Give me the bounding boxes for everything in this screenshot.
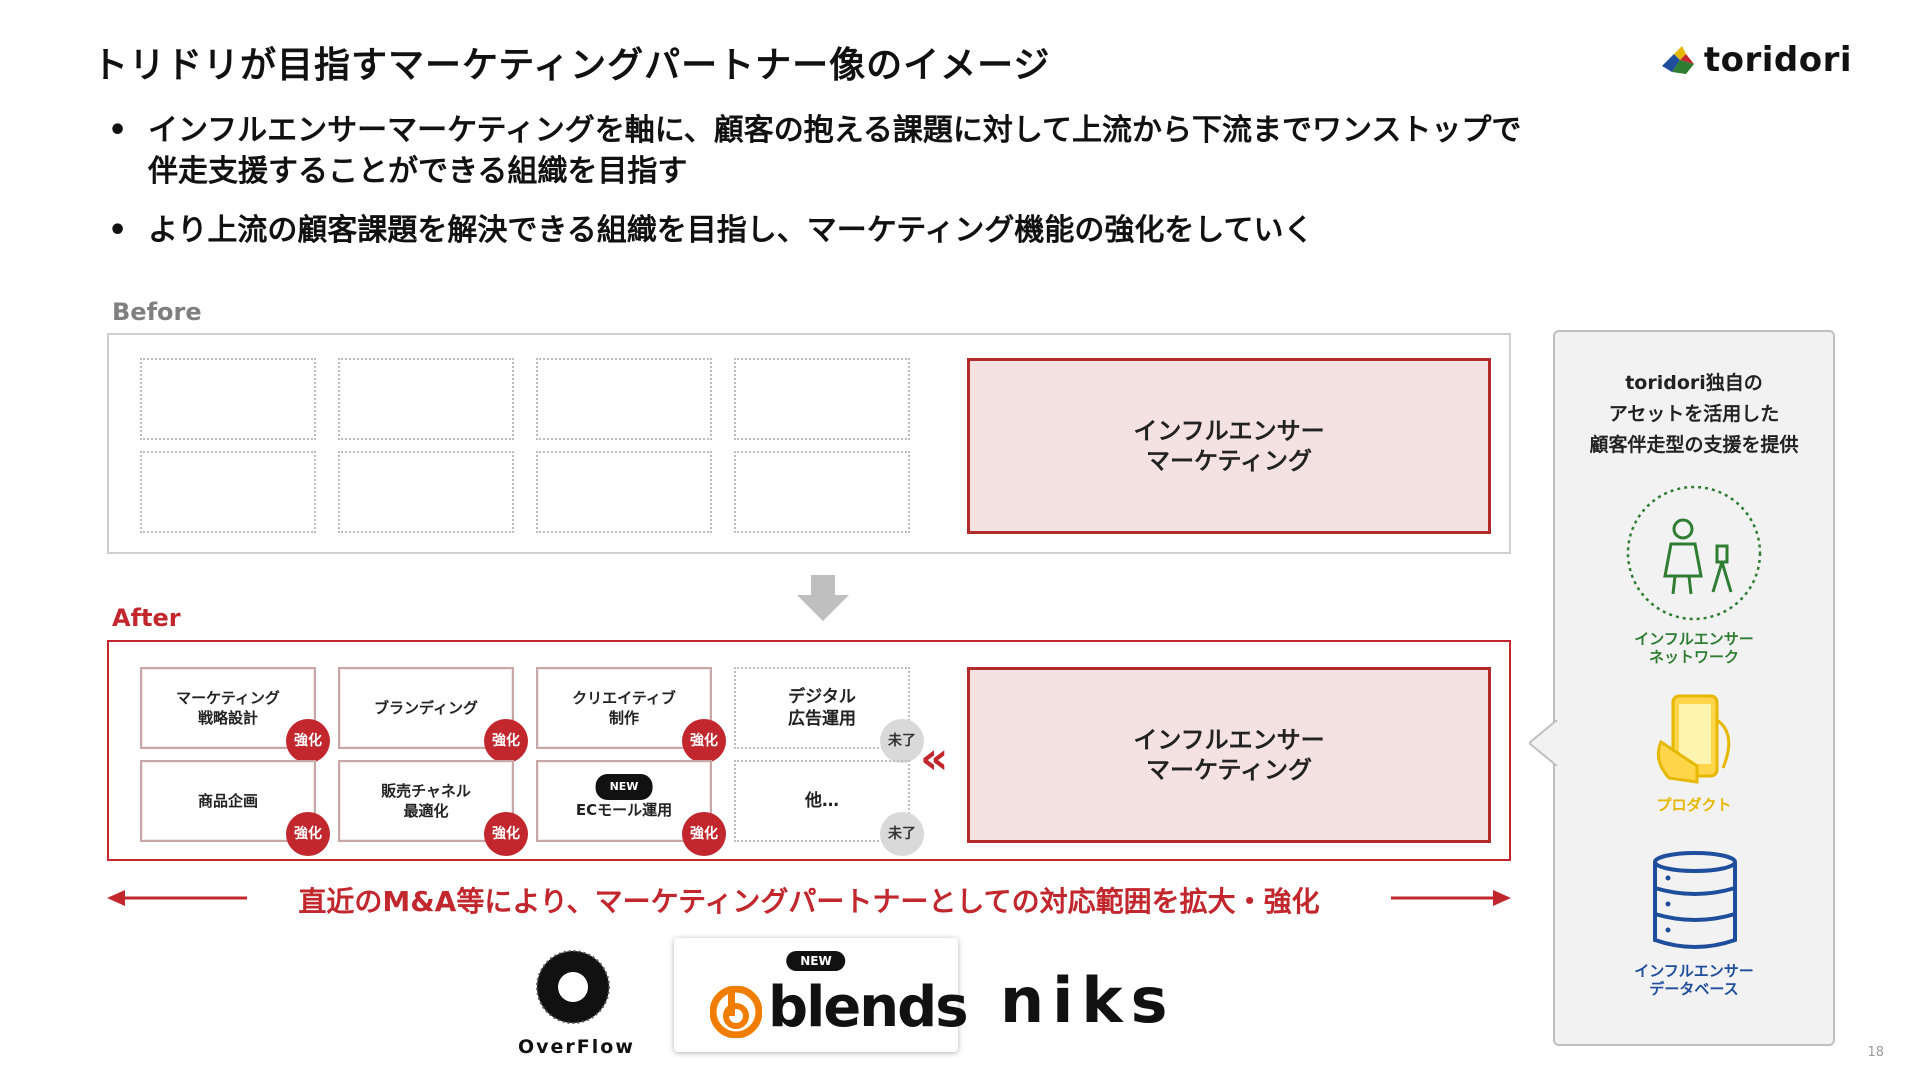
cell-text: 戦略設計: [197, 709, 258, 727]
cell-text: 広告運用: [788, 709, 856, 729]
side-item-product-label: プロダクト: [1555, 796, 1833, 814]
bullet-text: より上流の顧客課題を解決できる組織を目指し、マーケティング機能の強化をしていく: [148, 213, 1314, 248]
empty-cell: [140, 358, 316, 440]
cell-text: 商品企画: [197, 792, 258, 810]
side-title-line: 顧客伴走型の支援を提供: [1589, 434, 1799, 456]
incomplete-badge: 未了: [880, 719, 924, 763]
smartphone-icon: [1656, 694, 1731, 784]
after-cell: 他… 未了: [734, 760, 924, 856]
side-item-text: データベース: [1649, 980, 1739, 998]
empty-cell: [536, 451, 712, 533]
after-cell: デジタル広告運用 未了: [734, 667, 924, 763]
database-icon: [1653, 851, 1737, 949]
blends-logo-card: NEW blends: [674, 938, 969, 1052]
cell-text: ブランディング: [374, 699, 478, 717]
right-arrow-icon: [1391, 890, 1511, 906]
strengthen-badge: 強化: [484, 719, 528, 763]
left-arrow-icon: [107, 890, 247, 906]
side-item-text: プロダクト: [1656, 796, 1732, 814]
empty-cell: [734, 451, 910, 533]
box-text: インフルエンサー: [1133, 417, 1325, 445]
strengthen-badge: 強化: [286, 812, 330, 856]
after-influencer-marketing-box: インフルエンサー マーケティング: [967, 667, 1491, 843]
after-cell: ブランディング 強化: [338, 667, 528, 763]
bird-logo-icon: [1661, 46, 1694, 74]
bullet-text: 伴走支援することができる組織を目指す: [148, 154, 688, 189]
side-item-database-label: インフルエンサー データベース: [1555, 962, 1833, 998]
after-cell: NEW ECモール運用 強化: [536, 760, 726, 856]
overflow-ring-icon: [536, 950, 610, 1024]
after-frame: [107, 640, 1511, 861]
cell-text: マーケティング: [176, 689, 280, 707]
page-title: トリドリが目指すマーケティングパートナー像のイメージ: [92, 45, 1051, 86]
side-item-text: インフルエンサー: [1634, 630, 1754, 648]
bullet-marker: •: [108, 113, 128, 148]
before-label: Before: [112, 298, 202, 326]
bullet-item: • より上流の顧客課題を解決できる組織を目指し、マーケティング機能の強化をしてい…: [108, 210, 1708, 251]
bullet-list: • インフルエンサーマーケティングを軸に、顧客の抱える課題に対して上流から下流ま…: [108, 110, 1708, 269]
empty-cell: [338, 358, 514, 440]
cell-text: ECモール運用: [575, 801, 673, 819]
empty-cell: [140, 451, 316, 533]
down-arrow-icon: [797, 575, 849, 621]
logo-text: toridori: [1703, 40, 1852, 80]
strengthen-badge: 強化: [484, 812, 528, 856]
cell-text: 販売チャネル: [381, 782, 471, 800]
strengthen-badge: 強化: [682, 812, 726, 856]
bullet-item: • インフルエンサーマーケティングを軸に、顧客の抱える課題に対して上流から下流ま…: [108, 110, 1708, 192]
after-cell: 商品企画 強化: [140, 760, 330, 856]
after-cell: 販売チャネル最適化 強化: [338, 760, 528, 856]
box-text: マーケティング: [1145, 756, 1313, 784]
side-title-line: toridori独自の: [1625, 372, 1763, 394]
new-badge: NEW: [595, 774, 653, 800]
box-text: インフルエンサー: [1133, 726, 1325, 754]
side-panel-title: toridori独自の アセットを活用した 顧客伴走型の支援を提供: [1555, 368, 1833, 461]
overflow-name: OverFlow: [518, 1036, 635, 1058]
after-label: After: [112, 604, 181, 632]
double-chevron-left-icon: «: [920, 733, 949, 784]
callout-pointer-icon: [1529, 720, 1557, 766]
influencer-network-icon: [1626, 485, 1762, 621]
side-item-text: ネットワーク: [1648, 648, 1739, 666]
side-item-network-label: インフルエンサー ネットワーク: [1555, 630, 1833, 666]
incomplete-badge: 未了: [880, 812, 924, 856]
before-influencer-marketing-box: インフルエンサー マーケティング: [967, 358, 1491, 534]
side-panel: toridori独自の アセットを活用した 顧客伴走型の支援を提供 インフルエン…: [1529, 330, 1835, 1046]
side-title-line: アセットを活用した: [1608, 403, 1780, 425]
cell-text: 最適化: [403, 802, 449, 820]
strengthen-badge: 強化: [682, 719, 726, 763]
box-text: マーケティング: [1145, 447, 1313, 475]
niks-logo: niks: [1000, 964, 1176, 1037]
side-item-text: インフルエンサー: [1634, 962, 1754, 980]
cell-text: クリエイティブ: [572, 689, 676, 707]
empty-cell: [734, 358, 910, 440]
before-frame: [107, 333, 1511, 554]
new-badge: NEW: [786, 951, 846, 971]
toridori-logo: toridori: [1660, 40, 1852, 80]
empty-cell: [536, 358, 712, 440]
cell-text: デジタル: [788, 687, 856, 707]
overflow-logo: OverFlow: [518, 948, 635, 1058]
cell-text: 制作: [608, 709, 639, 727]
empty-cell: [338, 451, 514, 533]
page-number: 18: [1867, 1045, 1884, 1060]
after-cell: マーケティング戦略設計 強化: [140, 667, 330, 763]
strengthen-badge: 強化: [286, 719, 330, 763]
blends-wordmark: blends: [768, 975, 969, 1040]
expansion-row: 直近のM&A等により、マーケティングパートナーとしての対応範囲を拡大・強化: [107, 878, 1511, 918]
bullet-text: インフルエンサーマーケティングを軸に、顧客の抱える課題に対して上流から下流までワ…: [148, 113, 1522, 148]
cell-text: 他…: [805, 791, 839, 811]
expansion-text: 直近のM&A等により、マーケティングパートナーとしての対応範囲を拡大・強化: [298, 885, 1320, 918]
bullet-marker: •: [108, 213, 128, 248]
blends-b-icon: [710, 986, 762, 1038]
after-cell: クリエイティブ制作 強化: [536, 667, 726, 763]
